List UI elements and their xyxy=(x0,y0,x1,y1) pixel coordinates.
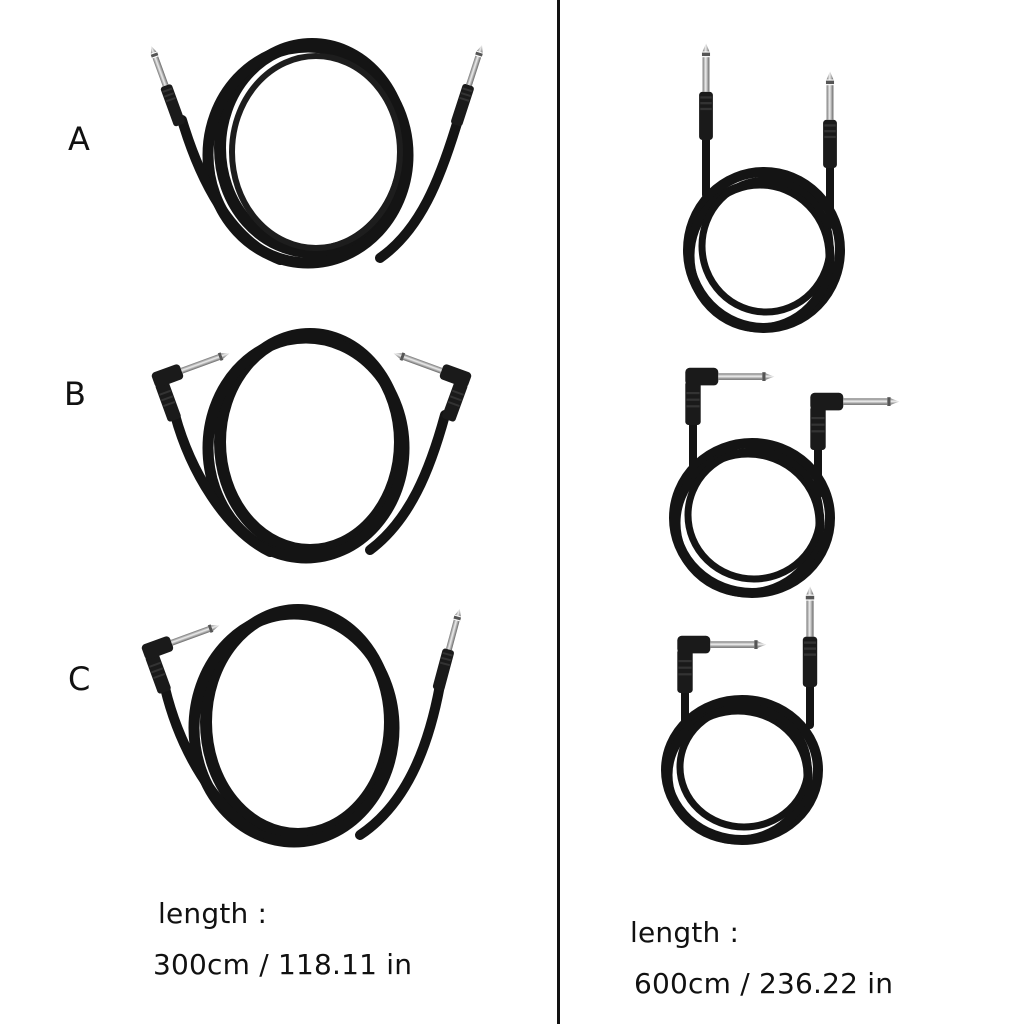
variant-label-b: B xyxy=(64,375,86,413)
cable-image-b-600cm xyxy=(669,367,900,598)
cable-image-c-600cm xyxy=(661,586,823,845)
length-value-left: 300cm / 118.11 in xyxy=(153,948,413,981)
cable-image-straight-600cm xyxy=(683,43,845,333)
length-label-right: length : xyxy=(630,916,740,949)
panel-divider xyxy=(557,0,560,1024)
variant-label-c: C xyxy=(68,660,91,698)
variant-label-a: A xyxy=(68,120,90,158)
length-value-right: 600cm / 236.22 in xyxy=(634,967,894,1000)
cable-image-c-300cm xyxy=(140,604,466,848)
cable-image-b-300cm xyxy=(150,328,473,564)
cable-image-a-300cm xyxy=(145,38,488,269)
length-label-left: length : xyxy=(158,897,268,930)
